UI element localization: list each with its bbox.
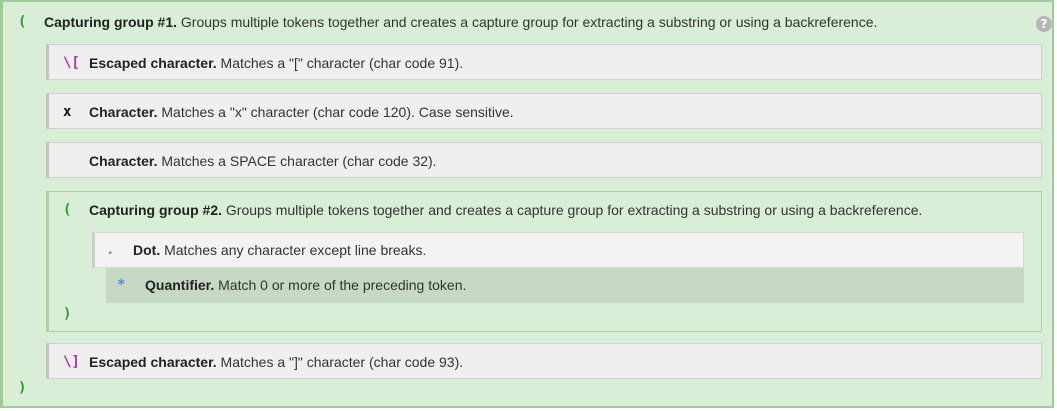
dot-token: .: [106, 242, 115, 258]
escaped-close-bracket-token: \]: [63, 354, 80, 370]
escaped-close-bracket-explanation: Escaped character. Matches a "]" charact…: [89, 354, 463, 370]
group-2-close-token: ): [63, 306, 72, 322]
character-space-row[interactable]: Character. Matches a SPACE character (ch…: [46, 142, 1042, 178]
group-2-explanation: Capturing group #2. Groups multiple toke…: [89, 202, 922, 218]
character-x-token: x: [63, 104, 72, 120]
escaped-close-bracket-description: Matches a "]" character (char code 93).: [216, 354, 464, 370]
group-2-description: Groups multiple tokens together and crea…: [222, 202, 923, 218]
quantifier-description: Match 0 or more of the preceding token.: [214, 277, 467, 293]
dot-row[interactable]: . Dot. Matches any character except line…: [92, 232, 1024, 268]
character-x-description: Matches a "x" character (char code 120).…: [157, 104, 514, 120]
quantifier-explanation: Quantifier. Match 0 or more of the prece…: [145, 277, 466, 293]
escaped-close-bracket-row[interactable]: \] Escaped character. Matches a "]" char…: [46, 343, 1042, 379]
character-x-row[interactable]: x Character. Matches a "x" character (ch…: [46, 93, 1042, 129]
group-1-open-token: (: [18, 14, 27, 30]
help-icon[interactable]: ?: [1036, 16, 1052, 32]
dot-description: Matches any character except line breaks…: [160, 242, 427, 258]
dot-explanation: Dot. Matches any character except line b…: [133, 242, 426, 258]
escaped-open-bracket-row[interactable]: \[ Escaped character. Matches a "[" char…: [46, 44, 1042, 80]
group-1-description: Groups multiple tokens together and crea…: [177, 14, 878, 30]
escaped-open-bracket-description: Matches a "[" character (char code 91).: [216, 55, 464, 71]
capturing-group-2[interactable]: ( Capturing group #2. Groups multiple to…: [46, 191, 1042, 332]
group-1-close-token: ): [18, 380, 27, 396]
quantifier-row[interactable]: * Quantifier. Match 0 or more of the pre…: [106, 268, 1024, 303]
group-2-title: Capturing group #2.: [89, 202, 222, 218]
escaped-close-bracket-title: Escaped character.: [89, 354, 217, 370]
dot-title: Dot.: [133, 242, 161, 258]
escaped-open-bracket-token: \[: [63, 55, 80, 71]
escaped-open-bracket-explanation: Escaped character. Matches a "[" charact…: [89, 55, 463, 71]
group-1-title: Capturing group #1.: [44, 14, 177, 30]
quantifier-title: Quantifier.: [145, 277, 215, 293]
character-space-explanation: Character. Matches a SPACE character (ch…: [89, 153, 437, 169]
character-x-explanation: Character. Matches a "x" character (char…: [89, 104, 514, 120]
group-2-open-token: (: [63, 202, 72, 218]
character-space-title: Character.: [89, 153, 158, 169]
escaped-open-bracket-title: Escaped character.: [89, 55, 217, 71]
quantifier-token: *: [117, 277, 126, 293]
character-x-title: Character.: [89, 104, 158, 120]
group-1-explanation: Capturing group #1. Groups multiple toke…: [44, 14, 877, 30]
character-space-description: Matches a SPACE character (char code 32)…: [157, 153, 437, 169]
